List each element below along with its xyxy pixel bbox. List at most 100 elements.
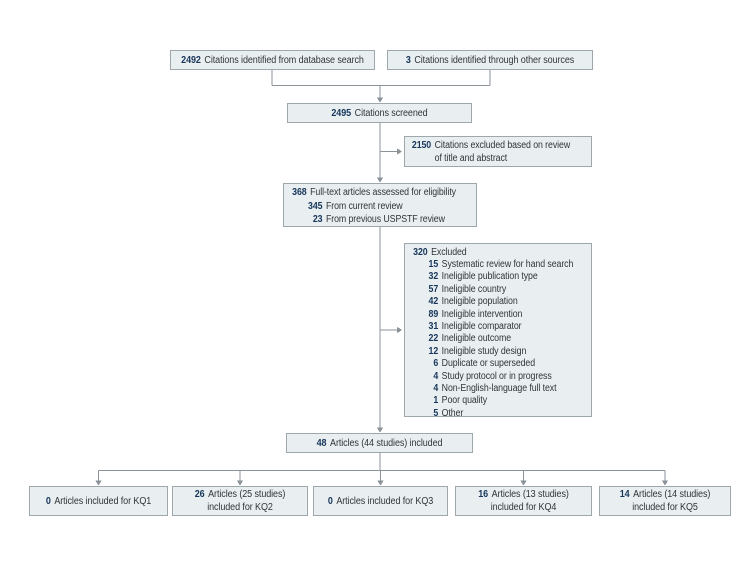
- box-articles-included: 48 Articles (44 studies) included: [286, 433, 473, 453]
- excluded-reason-label: Ineligible comparator: [441, 321, 522, 333]
- kq2-label-line1: Articles (25 studies): [208, 489, 286, 501]
- kq5-label-line1: Articles (14 studies): [633, 489, 711, 501]
- kq1-label: Articles included for KQ1: [54, 495, 152, 507]
- fulltext-current-review-row: 345 From current review: [289, 199, 454, 212]
- excluded-reason-count: 32: [428, 271, 439, 283]
- excluded-total-label: Excluded: [431, 246, 467, 258]
- excluded-reason-row: 42 Ineligible population: [410, 296, 569, 308]
- excluded-screening-line1: 2150 Citations excluded based on review: [410, 139, 571, 152]
- arrowhead-to-kq2: [236, 480, 244, 486]
- box-kq2: 26 Articles (25 studies) included for KQ…: [172, 486, 308, 516]
- excluded-screening-line2: of title and abstract: [410, 152, 569, 165]
- excluded-reason-label: Ineligible intervention: [441, 308, 523, 320]
- fulltext-total-label: Full-text articles assessed for eligibil…: [310, 187, 456, 199]
- arrowhead-to-fulltext: [376, 177, 384, 183]
- connector-fanout: [98, 453, 666, 482]
- articles-included-row: 48 Articles (44 studies) included: [296, 438, 463, 449]
- fulltext-previous-review-label: From previous USPSTF review: [325, 213, 445, 225]
- excluded-reason-label: Ineligible study design: [441, 345, 527, 357]
- kq4-label-line2: included for KQ4: [490, 501, 557, 513]
- box-kq4: 16 Articles (13 studies) included for KQ…: [455, 486, 592, 516]
- excluded-reason-label: Poor quality: [441, 395, 488, 407]
- kq2-count: 26: [194, 489, 205, 501]
- kq2-row-line2: included for KQ2: [180, 501, 301, 514]
- citations-other-row: 3 Citations identified through other sou…: [398, 55, 582, 66]
- box-kq1: 0 Articles included for KQ1: [29, 486, 168, 516]
- excluded-reason-row: 4 Study protocol or in progress: [410, 370, 569, 382]
- excluded-reason-label: Ineligible outcome: [441, 333, 512, 345]
- excluded-reason-label: Ineligible country: [441, 283, 507, 295]
- fulltext-previous-review-row: 23 From previous USPSTF review: [289, 213, 454, 226]
- excluded-reason-label: Ineligible population: [441, 296, 518, 308]
- excluded-reason-row: 32 Ineligible publication type: [410, 271, 569, 283]
- arrowhead-to-kq5: [661, 480, 669, 486]
- excluded-reason-label: Other: [441, 407, 464, 419]
- excluded-reason-row: 89 Ineligible intervention: [410, 308, 569, 320]
- excluded-reason-count: 15: [428, 259, 439, 271]
- kq5-label-line2: included for KQ5: [632, 501, 698, 513]
- excluded-total-count: 320: [413, 246, 428, 258]
- arrowhead-to-included: [376, 427, 384, 433]
- excluded-reason-count: 4: [433, 370, 439, 382]
- fulltext-current-review-label: From current review: [325, 200, 403, 212]
- box-fulltext-assessed: 368 Full-text articles assessed for elig…: [283, 183, 477, 227]
- arrowhead-to-kq4: [520, 480, 527, 486]
- kq4-row-line2: included for KQ4: [463, 501, 585, 514]
- kq2-row-line1: 26 Articles (25 studies): [180, 488, 301, 501]
- excluded-reason-label: Systematic review for hand search: [441, 259, 574, 271]
- arrowhead-to-excluded-fulltext: [397, 326, 402, 334]
- excluded-reason-row: 6 Duplicate or superseded: [410, 358, 569, 370]
- excluded-reason-count: 89: [428, 308, 439, 320]
- excluded-reason-count: 12: [428, 345, 439, 357]
- citations-database-label: Citations identified from database searc…: [204, 54, 364, 66]
- box-citations-excluded-screening: 2150 Citations excluded based on review …: [404, 136, 592, 167]
- kq4-row-line1: 16 Articles (13 studies): [463, 488, 585, 501]
- citations-other-count: 3: [405, 54, 411, 66]
- kq3-count: 0: [327, 495, 333, 507]
- fulltext-current-review-count: 345: [308, 200, 323, 212]
- box-fulltext-excluded: 320 Excluded 15 Systematic review for ha…: [404, 243, 592, 419]
- box-citations-other-sources: 3 Citations identified through other sou…: [387, 50, 593, 70]
- articles-included-count: 48: [316, 437, 327, 449]
- kq3-row: 0 Articles included for KQ3: [321, 495, 441, 508]
- citations-database-count: 2492: [181, 54, 201, 66]
- arrowhead-to-screened: [376, 97, 384, 103]
- kq3-label: Articles included for KQ3: [336, 495, 434, 507]
- kq5-count: 14: [619, 489, 630, 501]
- citations-screened-label: Citations screened: [354, 107, 428, 119]
- excluded-reason-row: 31 Ineligible comparator: [410, 320, 569, 332]
- kq4-label-line1: Articles (13 studies): [491, 489, 569, 501]
- citations-screened-row: 2495 Citations screened: [297, 108, 462, 119]
- excluded-reason-row: 22 Ineligible outcome: [410, 333, 569, 345]
- kq5-row-line1: 14 Articles (14 studies): [607, 488, 724, 501]
- kq5-row-line2: included for KQ5: [607, 501, 724, 514]
- excluded-reason-count: 1: [433, 395, 439, 407]
- fulltext-previous-review-count: 23: [312, 213, 323, 225]
- box-kq3: 0 Articles included for KQ3: [313, 486, 448, 516]
- arrowhead-to-kq3: [377, 480, 384, 486]
- kq1-count: 0: [45, 495, 51, 507]
- excluded-reason-count: 31: [428, 321, 439, 333]
- kq4-count: 16: [478, 489, 489, 501]
- fulltext-total-count: 368: [292, 187, 307, 199]
- arrowhead-to-excluded-screening: [397, 148, 402, 155]
- box-citations-screened: 2495 Citations screened: [287, 103, 472, 123]
- excluded-total-row: 320 Excluded: [410, 246, 569, 258]
- excluded-reason-row: 12 Ineligible study design: [410, 345, 569, 357]
- arrowhead-to-kq1: [95, 480, 102, 486]
- excluded-reason-row: 5 Other: [410, 407, 569, 419]
- excluded-reason-row: 57 Ineligible country: [410, 283, 569, 295]
- excluded-screening-label-line1: Citations excluded based on review: [434, 140, 571, 151]
- excluded-screening-label-line2: of title and abstract: [434, 153, 508, 164]
- excluded-reason-count: 57: [428, 283, 439, 295]
- excluded-reason-count: 42: [428, 296, 439, 308]
- excluded-reason-label: Non-English-language full text: [441, 382, 557, 394]
- excluded-reason-count: 4: [433, 382, 439, 394]
- excluded-reason-label: Study protocol or in progress: [441, 370, 552, 382]
- box-kq5: 14 Articles (14 studies) included for KQ…: [599, 486, 731, 516]
- excluded-reason-count: 5: [433, 407, 439, 419]
- excluded-reason-label: Duplicate or superseded: [441, 358, 536, 370]
- citations-other-label: Citations identified through other sourc…: [414, 54, 575, 66]
